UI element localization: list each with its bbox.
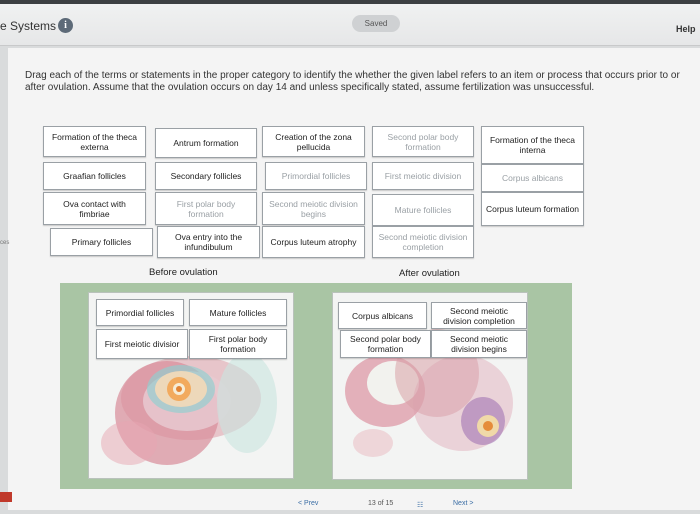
placed-term[interactable]: First polar body formation — [189, 329, 287, 359]
term-card[interactable]: Ova entry into the infundibulum — [157, 226, 260, 258]
term-card[interactable]: Primordial follicles — [265, 162, 367, 190]
term-card[interactable]: Formation of the theca interna — [481, 126, 584, 164]
saved-badge: Saved — [352, 15, 400, 32]
after-ovulation-dropzone[interactable]: Corpus albicans Second meiotic division … — [332, 292, 528, 480]
term-card[interactable]: Graafian follicles — [43, 162, 146, 190]
instructions-text: Drag each of the terms or statements in … — [25, 70, 680, 93]
term-card[interactable]: Secondary follicles — [155, 162, 257, 190]
placed-term[interactable]: Primordial follicles — [96, 299, 184, 326]
term-card[interactable]: First polar body formation — [155, 192, 257, 225]
prev-button[interactable]: < Prev — [298, 500, 319, 507]
placed-term[interactable]: Second meiotic division completion — [431, 302, 527, 329]
term-card[interactable]: Corpus luteum formation — [481, 192, 584, 226]
placed-term[interactable]: First meiotic divisior — [96, 329, 188, 359]
term-card[interactable]: Creation of the zona pellucida — [262, 126, 365, 157]
term-card[interactable]: Antrum formation — [155, 128, 257, 158]
grid-icon[interactable]: ☷ — [417, 502, 424, 509]
placed-term[interactable]: Corpus albicans — [338, 302, 427, 329]
info-icon[interactable]: i — [58, 18, 73, 33]
top-bar: e Systems i Saved Help — [0, 0, 700, 46]
term-card[interactable]: Second meiotic division completion — [372, 226, 474, 258]
page-indicator: 13 of 15 — [368, 500, 394, 507]
app-title: e Systems — [0, 19, 57, 33]
term-card[interactable]: Second polar body formation — [372, 126, 474, 157]
term-card[interactable]: Mature follicles — [372, 194, 474, 226]
help-link[interactable]: Help — [676, 24, 696, 34]
term-card[interactable]: Primary follicles — [50, 228, 153, 256]
side-marker — [0, 492, 12, 502]
before-ovulation-label: Before ovulation — [149, 267, 218, 278]
before-ovulation-dropzone[interactable]: Primordial follicles Mature follicles Fi… — [88, 292, 294, 479]
next-button[interactable]: Next > — [453, 500, 474, 507]
term-card[interactable]: Second meiotic division begins — [262, 192, 365, 225]
placed-term[interactable]: Mature follicles — [189, 299, 287, 326]
placed-term[interactable]: Second meiotic division begins — [431, 330, 527, 358]
term-card[interactable]: Ova contact with fimbriae — [43, 192, 146, 225]
follicle-illustration — [101, 353, 277, 465]
term-card[interactable]: Corpus luteum atrophy — [262, 226, 365, 258]
term-card[interactable]: First meiotic division — [372, 162, 474, 190]
term-card[interactable]: Formation of the theca externa — [43, 126, 146, 157]
placed-term[interactable]: Second polar body formation — [340, 330, 431, 358]
window-strip — [0, 0, 700, 4]
side-tab[interactable]: ces — [0, 240, 10, 246]
after-ovulation-label: After ovulation — [399, 268, 460, 279]
term-card[interactable]: Corpus albicans — [481, 164, 584, 192]
